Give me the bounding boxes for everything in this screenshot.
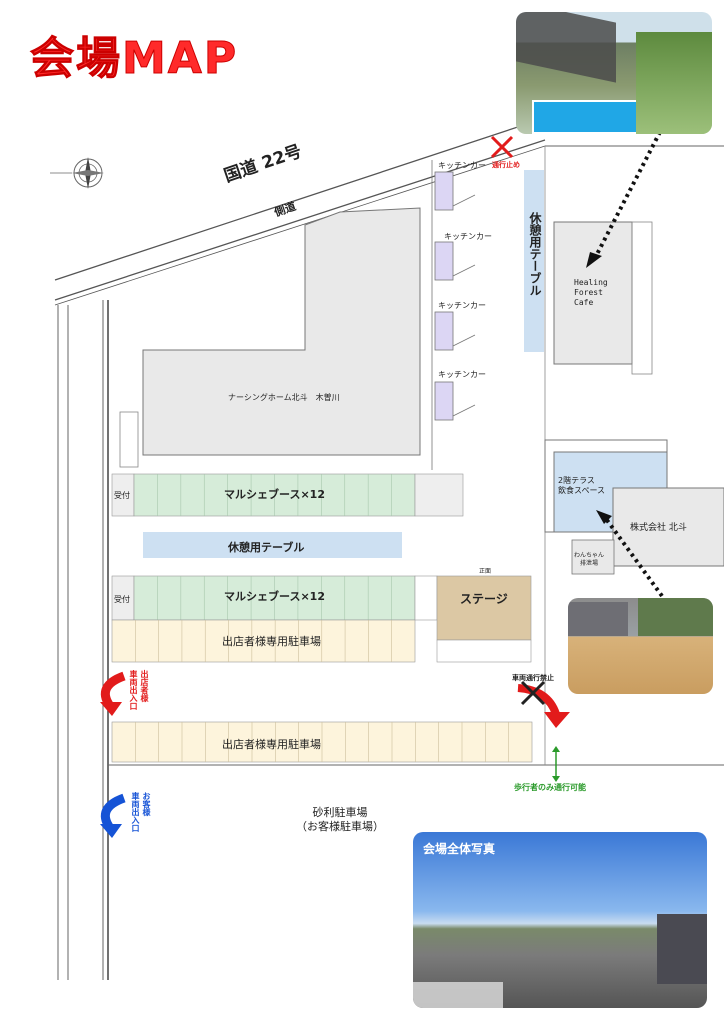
kitchen-car-label-2: キッチンカー xyxy=(444,232,492,241)
page-title: 会場MAP xyxy=(29,33,239,85)
overall-venue-photo: 会場全体写真 xyxy=(413,832,707,1008)
dog-area xyxy=(571,539,615,575)
terrace-photo-dotted-arrow xyxy=(596,510,664,598)
overall-photo-label: 会場全体写真 xyxy=(423,842,496,856)
dog-area-label: わんちゃん 排泄場 xyxy=(574,552,605,567)
exhibitor-entrance-arrow-icon xyxy=(100,671,126,716)
pedestrian-only-label: 歩行者のみ通行可能 xyxy=(514,783,586,792)
rest-table-vertical-label: 休憩用テーブル xyxy=(528,212,542,296)
marche-booth-label-1: マルシェブース×12 xyxy=(224,488,325,501)
gravel-parking-label: 砂利駐車場 （お客様駐車場） xyxy=(296,806,384,834)
left-road xyxy=(57,300,109,980)
stage-front-label: 正面 xyxy=(479,568,492,575)
exhibitor-parking-label-2: 出店者様専用駐車場 xyxy=(222,738,321,751)
gravel-parking-title: 砂利駐車場 xyxy=(312,806,368,819)
exhibitor-parking-label-1: 出店者様専用駐車場 xyxy=(222,635,321,648)
marche-booth-label-2: マルシェブース×12 xyxy=(224,590,325,603)
pedestrian-arrow-icon xyxy=(552,746,560,782)
cafe-photo-dotted-arrow xyxy=(586,131,662,268)
terrace-label: 2階テラス 飲食スペース xyxy=(558,476,606,495)
no-entry-mark-icon xyxy=(490,135,514,159)
customer-entrance-label: お客様 車両出入口 xyxy=(131,792,151,832)
nursing-home-building xyxy=(142,207,421,456)
cafe-label: Healing Forest Cafe xyxy=(574,278,608,307)
company-label: 株式会社 北斗 xyxy=(630,523,687,533)
rest-table-vertical xyxy=(524,170,544,352)
kitchen-car-slots xyxy=(434,171,476,421)
exhibitor-entrance-label: 出店者様 車両出入口 xyxy=(129,670,149,710)
cafe-building xyxy=(553,221,633,365)
rest-table-horizontal-label: 休憩用テーブル xyxy=(228,541,305,554)
stage-area xyxy=(436,575,532,641)
no-entry-label: 通行止め xyxy=(492,161,520,169)
no-vehicle-label: 車両通行禁止 xyxy=(512,674,554,682)
cafe-photo xyxy=(516,12,712,134)
compass-icon xyxy=(50,157,104,189)
kitchen-car-label-1: キッチンカー xyxy=(438,161,486,170)
no-vehicle-mark-icon xyxy=(517,680,570,728)
stage-label: ステージ xyxy=(460,592,508,606)
terrace-photo xyxy=(568,598,713,694)
customer-entrance-arrow-icon xyxy=(100,793,126,838)
kitchen-car-label-4: キッチンカー xyxy=(438,370,486,379)
kitchen-car-label-3: キッチンカー xyxy=(438,301,486,310)
gravel-parking-subtitle: （お客様駐車場） xyxy=(296,820,384,833)
company-building xyxy=(612,487,724,567)
rest-table-horizontal xyxy=(143,532,402,558)
national-route-road xyxy=(54,117,546,306)
reception-label-2: 受付 xyxy=(114,595,130,604)
reception-label-1: 受付 xyxy=(114,491,130,500)
nursing-home-label: ナーシングホーム北斗 木曽川 xyxy=(228,393,340,402)
exhibitor-parking-row-1 xyxy=(111,619,416,663)
